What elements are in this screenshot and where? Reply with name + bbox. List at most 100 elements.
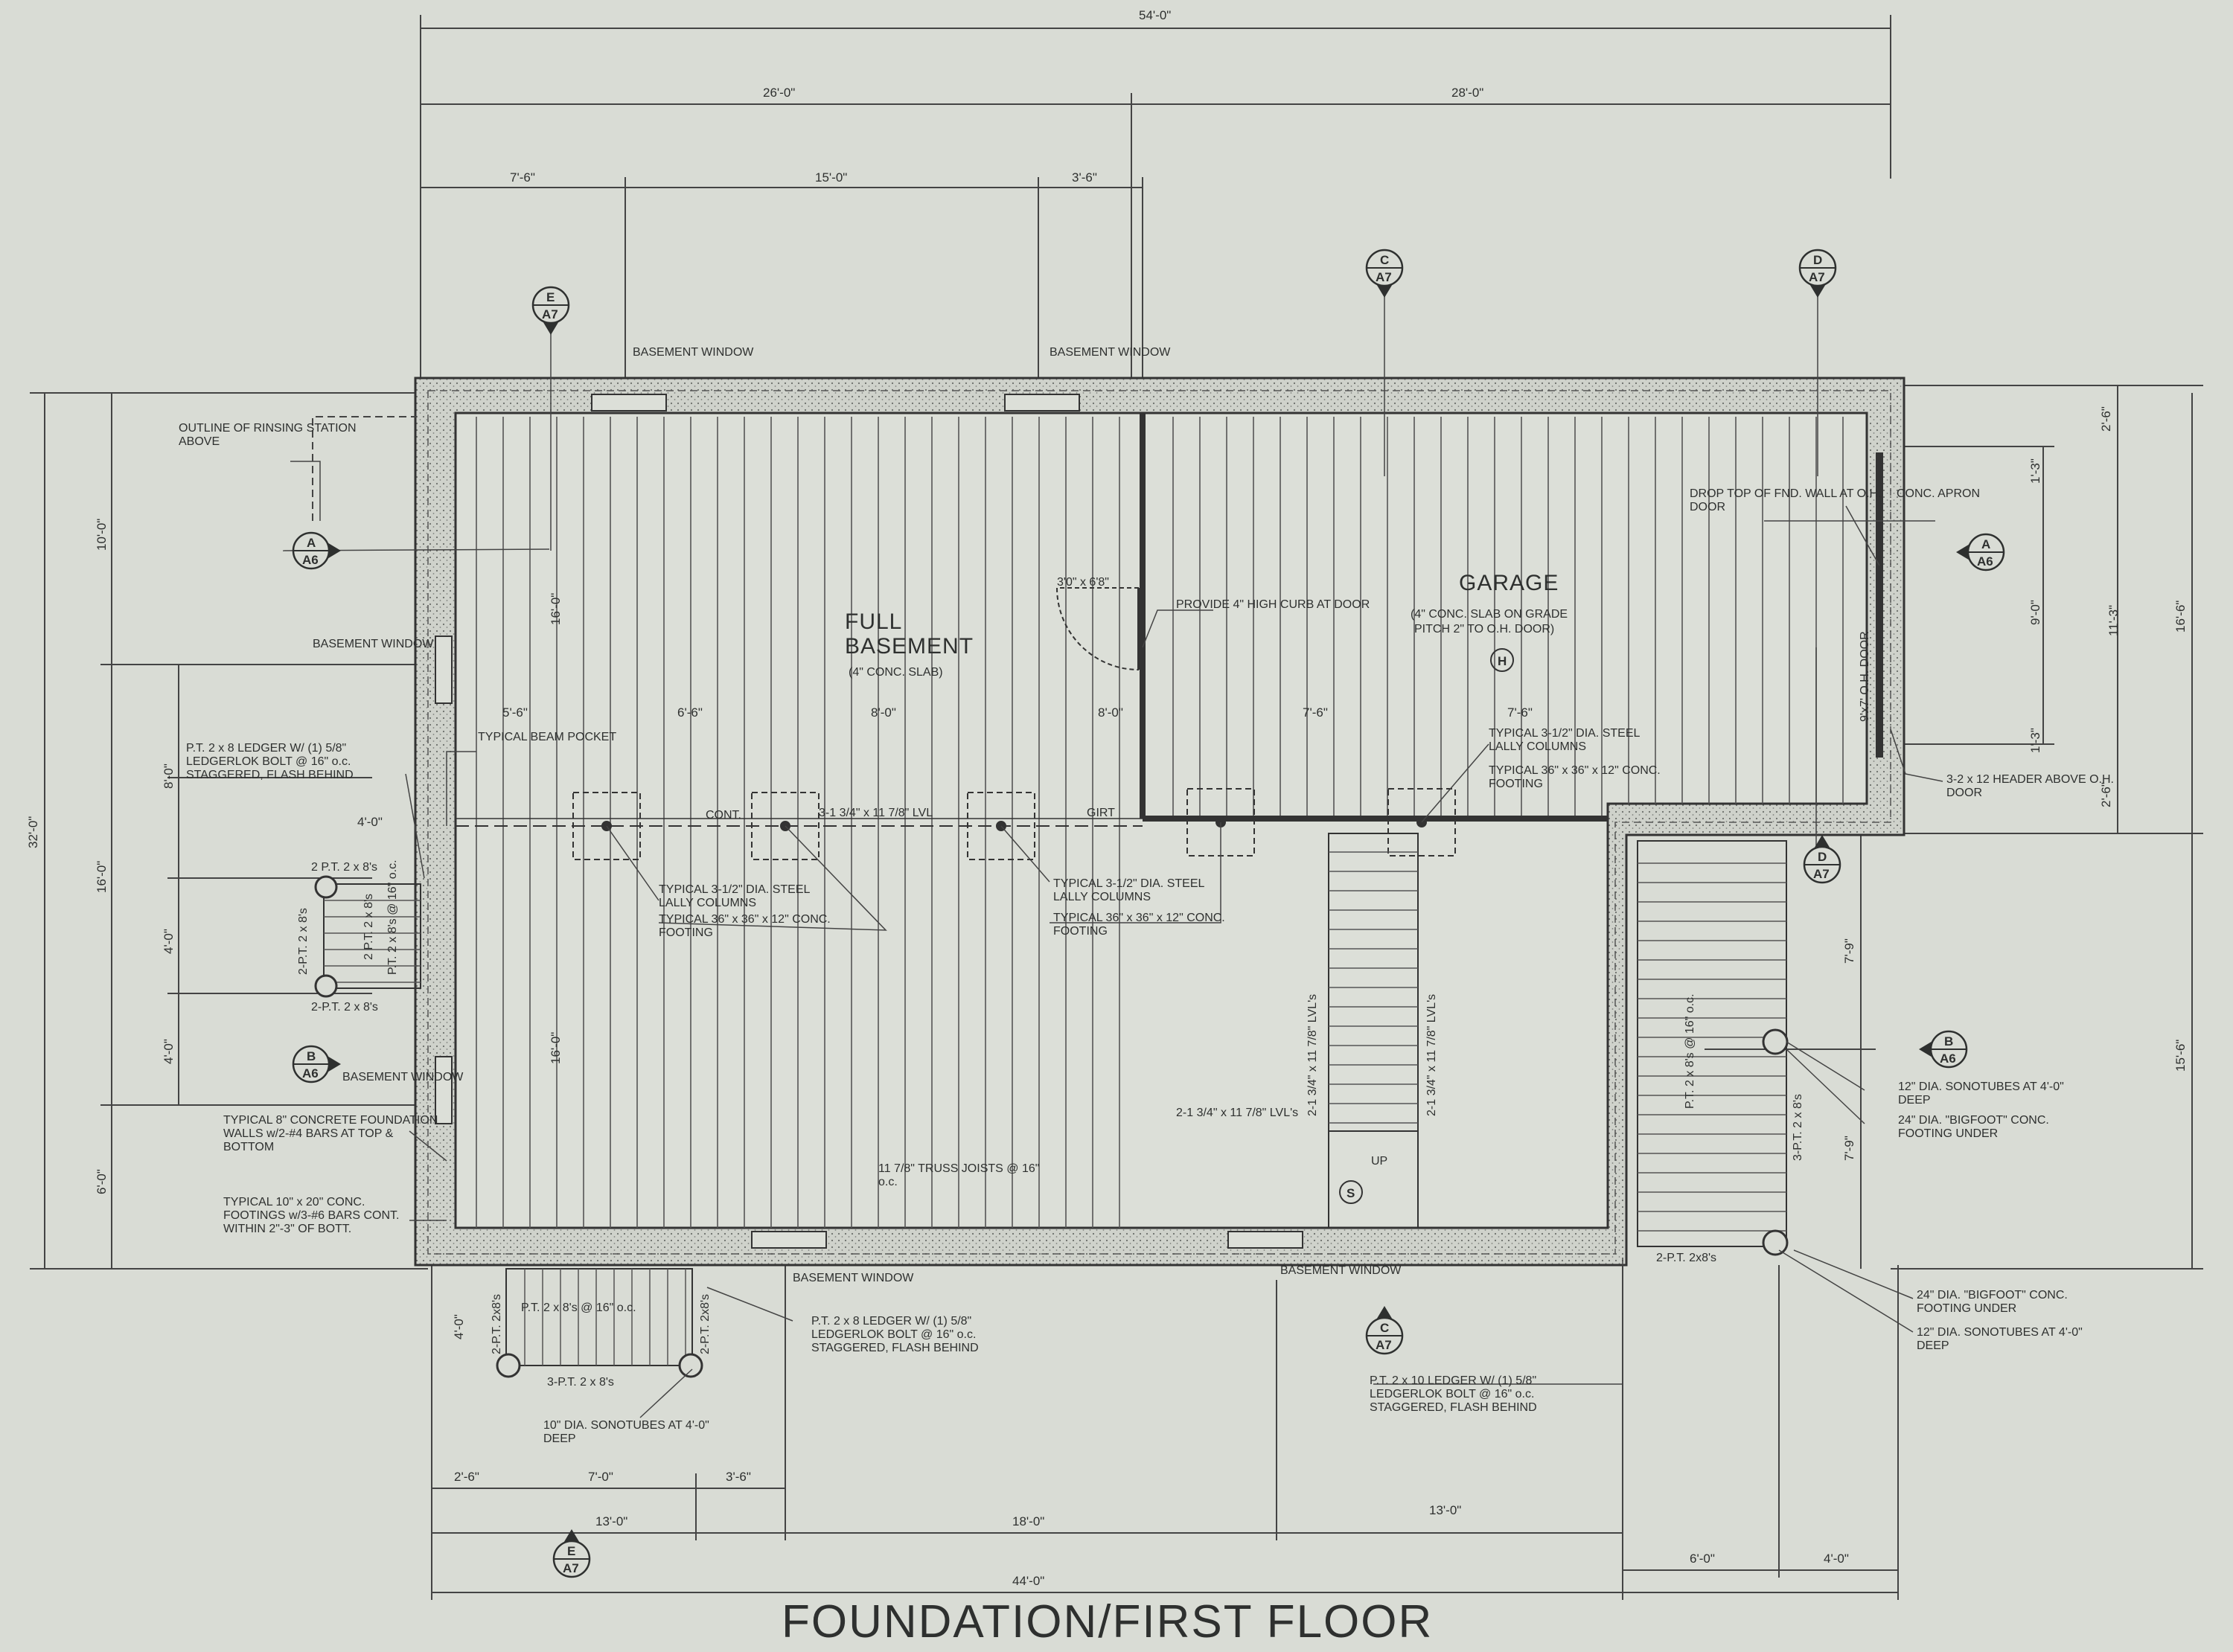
girder-line (456, 818, 1143, 827)
stair-up: UP (1371, 1155, 1387, 1168)
dim-t1: 7'-6" (510, 170, 535, 185)
leader-lines (282, 283, 1943, 1418)
note-lvl-stair-3: 2-1 3/4" x 11 7/8" LVL's (1176, 1107, 1298, 1119)
note-bw-top1: BASEMENT WINDOW (633, 346, 754, 359)
dim-b7: 44'-0" (1012, 1574, 1044, 1588)
dim-r-25b: 2'-6" (2099, 782, 2113, 807)
left-landing-joists (324, 900, 421, 983)
section-mark-s-a-right: A A6 (1956, 533, 2005, 572)
note-pt-right-bot: 2-P.T. 2x8's (1656, 1252, 1716, 1264)
note-bw-bot1: BASEMENT WINDOW (793, 1272, 914, 1284)
section-sheet: A7 (563, 1561, 579, 1575)
dim-g2: 6'-6" (677, 705, 703, 720)
dim-b9: 4'-0" (1824, 1552, 1849, 1566)
section-letter: D (1818, 850, 1827, 864)
dim-r-13b: 1'-3" (2028, 728, 2042, 753)
note-pt-bot-v2: 2-P.T. 2x8's (699, 1294, 712, 1354)
dim-top-right: 28'-0" (1451, 86, 1483, 100)
dim-r-79a: 7'-9" (1842, 938, 1856, 964)
dim-left-e: 4'-0" (162, 929, 176, 954)
dimension-lines (30, 15, 2203, 1600)
dim-r-90: 9'-0" (2028, 600, 2042, 625)
note-pt-28s-2: 2-P.T. 2 x 8's (297, 908, 310, 975)
note-footing-2: TYPICAL 36" x 36" x 12" CONC.FOOTING (1053, 912, 1225, 938)
note-bw-top2: BASEMENT WINDOW (1050, 346, 1171, 359)
section-sheet: A7 (1809, 270, 1825, 284)
note-lvl-stair-2: 2-1 3/4" x 11 7/8" LVL's (1425, 994, 1438, 1116)
section-sheet: A6 (302, 553, 319, 567)
rinsing-station-outline (312, 416, 417, 521)
section-letter: C (1380, 1321, 1389, 1335)
dim-left-f: 4'-0" (162, 1039, 176, 1064)
note-pt-bot-3: 3-P.T. 2 x 8's (547, 1376, 614, 1389)
note-drop-top: DROP TOP OF FND. WALL AT O.H.DOOR (1690, 487, 1882, 513)
left-landing (323, 883, 421, 989)
note-footing: TYPICAL 10" x 20" CONC.FOOTINGS w/3-#6 B… (223, 1196, 399, 1235)
section-mark-s-a-left: A A6 (292, 531, 341, 570)
note-door: 3'0" x 6'8" (1057, 576, 1109, 589)
dim-overall-top: 54'-0" (1139, 8, 1171, 22)
section-letter: A (1981, 537, 1990, 551)
note-cont: CONT. (706, 809, 741, 822)
dim-g4: 8'-0" (1098, 705, 1123, 720)
note-lvl-girder: 3-1 3/4" x 11 7/8" LVL (819, 807, 933, 819)
note-girt: GIRT (1087, 807, 1115, 819)
dim-r-overall: 16'-6" (2173, 601, 2188, 633)
dim-b3: 3'-6" (726, 1470, 751, 1484)
dim-r-11: 11'-3" (2106, 605, 2121, 636)
dim-g5: 7'-6" (1303, 705, 1328, 720)
room-basement-2: BASEMENT (845, 634, 974, 659)
dim-left-a: 10'-0" (95, 519, 109, 551)
section-mark-s-b-right: B A6 (1919, 1030, 1968, 1069)
dim-int-16a: 16'-0" (549, 593, 563, 625)
dim-b4: 13'-0" (595, 1514, 627, 1528)
section-letter: D (1813, 253, 1822, 267)
dim-int-16b: 16'-0" (549, 1032, 563, 1064)
note-oh-door: 9'x7' O.H. DOOR (1859, 631, 1871, 722)
section-sheet: A6 (1940, 1051, 1956, 1066)
note-pt-28-v: 2 P.T. 2 x 8's (362, 894, 375, 960)
note-pt-28-oc: P.T. 2 x 8's @ 16" o.c. (386, 859, 399, 975)
note-apron: CONC. APRON (1897, 487, 1980, 500)
dim-g3: 8'-0" (871, 705, 896, 720)
note-ledger-left: P.T. 2 x 8 LEDGER W/ (1) 5/8"LEDGERLOK B… (186, 742, 354, 781)
section-mark-s-b-left: BA6 (292, 1045, 341, 1083)
note-lvl-stair-1: 2-1 3/4" x 11 7/8" LVL's (1306, 994, 1319, 1116)
section-sheet: A7 (1376, 1338, 1392, 1352)
note-bigfoot-b: 24" DIA. "BIGFOOT" CONC.FOOTING UNDER (1917, 1289, 2068, 1315)
section-mark-s-c-top: CA7 (1365, 249, 1404, 298)
section-letter: E (546, 290, 555, 304)
note-truss: 11 7/8" TRUSS JOISTS @ 16"o.c. (878, 1162, 1039, 1188)
dim-r-lower: 15'-6" (2173, 1040, 2188, 1072)
room-garage-sub2: PITCH 2" TO O.H. DOOR) (1414, 623, 1554, 635)
note-pt-right-v: 3-P.T. 2 x 8's (1792, 1094, 1804, 1161)
windows (435, 394, 1303, 1249)
floor-joists (476, 417, 1844, 1228)
section-mark-s-e-bot: EA7 (552, 1529, 591, 1578)
section-letter: B (1944, 1034, 1953, 1048)
section-letter: A (307, 536, 316, 550)
labels: FOUNDATION/FIRST FLOOR FULL BASEMENT (4"… (26, 8, 2188, 1648)
stair-treads (1329, 851, 1418, 1124)
section-letter: B (307, 1049, 316, 1063)
room-basement-1: FULL (845, 609, 902, 634)
dim-t3: 3'-6" (1072, 170, 1097, 185)
room-basement-sub: (4" CONC. SLAB) (849, 666, 943, 679)
note-beam-pocket: TYPICAL BEAM POCKET (478, 731, 616, 743)
dim-b1: 2'-6" (454, 1470, 479, 1484)
dim-top-left: 26'-0" (763, 86, 795, 100)
bottom-landing (505, 1268, 693, 1366)
section-sheet: A6 (1977, 554, 1993, 569)
note-bw-left2: BASEMENT WINDOW (342, 1071, 464, 1083)
note-ledger-right: P.T. 2 x 10 LEDGER W/ (1) 5/8"LEDGERLOK … (1370, 1374, 1537, 1414)
stair-mark-circle (1339, 1180, 1363, 1204)
dim-b2: 7'-0" (588, 1470, 613, 1484)
stair (1328, 833, 1419, 1229)
